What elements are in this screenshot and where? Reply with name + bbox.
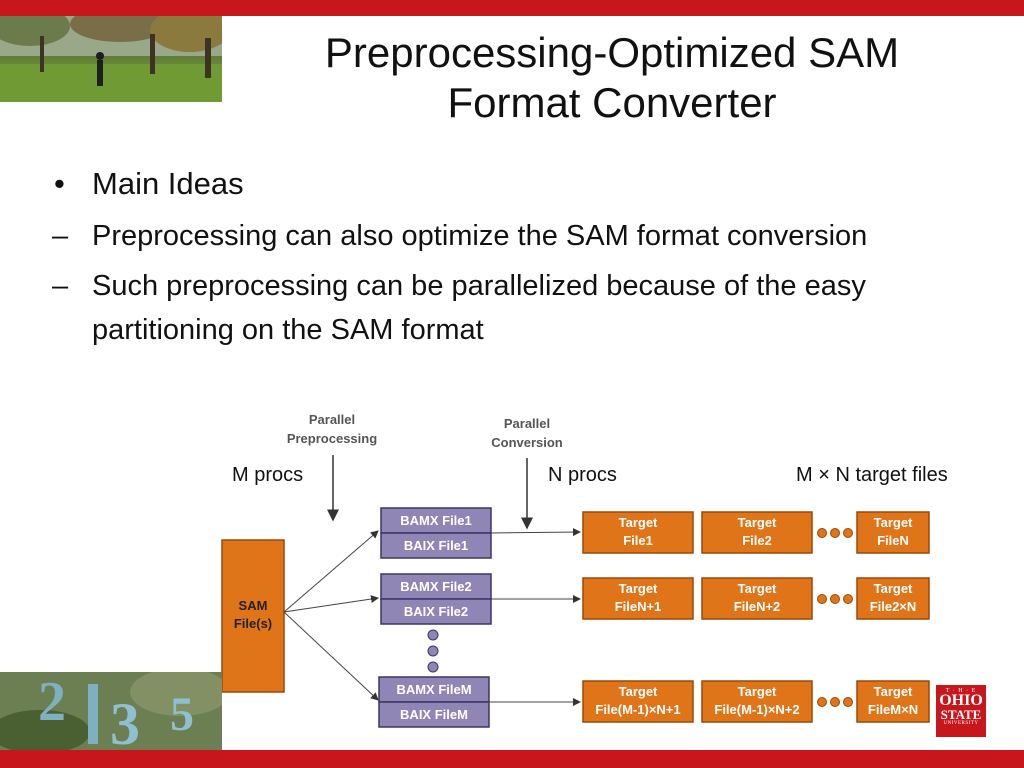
target-row-1: Target File1 Target File2 Target FileN [582,511,930,554]
ellipsis-dot [427,661,439,673]
title-line-1: Preprocessing-Optimized SAM [324,29,900,76]
bamx-group-m: BAMX FileM BAIX FileM [378,676,490,728]
bullet-list: • Main Ideas – Preprocessing can also op… [52,160,972,352]
target-row-3: Target File(M-1)×N+1 Target File(M-1)×N+… [582,680,930,723]
label-target-files: M × N target files [796,464,948,486]
bullet-optimize: – Preprocessing can also optimize the SA… [52,220,868,252]
arrow-sam-to-bamx2 [283,595,379,613]
svg-text:Target: Target [738,515,777,530]
label-parallel-preprocessing-1: Parallel [309,412,355,427]
target-file-2: File2 [742,533,772,548]
campus-photo [0,16,222,102]
baix-file-2: BAIX File2 [404,604,468,619]
target-file-mn: FileM×N [868,702,918,717]
campus-sculpture-photo: 2 3 5 [0,672,222,750]
bamx-group-1: BAMX File1 BAIX File1 [380,507,492,559]
svg-text:2: 2 [38,672,66,733]
svg-text:Target: Target [738,581,777,596]
target-row-2: Target FileN+1 Target FileN+2 Target Fil… [582,577,930,620]
target-file-n: FileN [877,533,909,548]
label-parallel-conversion-2: Conversion [491,435,563,450]
arrow-sam-to-bamx1 [283,530,379,613]
svg-text:5: 5 [170,688,194,741]
bamx-group-2: BAMX File2 BAIX File2 [380,573,492,625]
svg-text:Target: Target [738,684,777,699]
bottom-red-bar [0,750,1024,768]
title-line-2: Format Converter [447,79,777,126]
bamx-file-m: BAMX FileM [396,682,471,697]
label-parallel-preprocessing-2: Preprocessing [287,431,377,446]
arrow-sam-to-bamxm [283,611,379,701]
target-file-m1n-plus-1: File(M-1)×N+1 [595,702,680,717]
osu-logo: T · H · E OHIO STATE UNIVERSITY [936,685,986,737]
baix-file-m: BAIX FileM [400,707,468,722]
svg-text:Target: Target [874,684,913,699]
target-file-n-plus-1: FileN+1 [615,599,662,614]
svg-text:Target: Target [874,515,913,530]
target-file-n-plus-2: FileN+2 [734,599,781,614]
bamx-file-1: BAMX File1 [400,513,472,528]
sam-file-box: SAM File(s) [221,539,285,693]
svg-text:Target: Target [619,684,658,699]
sam-label-2: File(s) [234,616,272,631]
svg-text:Target: Target [619,515,658,530]
label-m-procs: M procs [232,464,303,486]
target-file-1: File1 [623,533,653,548]
arrow-row1 [490,528,581,537]
bamx-file-2: BAMX File2 [400,579,472,594]
ellipsis-dot [427,629,439,641]
baix-file-1: BAIX File1 [404,538,468,553]
bullet-parallelize: – Such preprocessing can be parallelized… [52,270,866,346]
bullet-main-ideas: • Main Ideas [54,166,244,201]
target-file-2n: File2×N [870,599,917,614]
target-file-m1n-plus-2: File(M-1)×N+2 [714,702,799,717]
ellipsis-dot [427,645,439,657]
svg-text:Target: Target [619,581,658,596]
top-red-bar [0,0,1024,16]
svg-text:3: 3 [110,691,140,750]
sam-label-1: SAM [239,598,268,613]
label-parallel-conversion-1: Parallel [504,416,550,431]
svg-text:Target: Target [874,581,913,596]
slide-title: Preprocessing-Optimized SAM Format Conve… [232,28,992,128]
label-n-procs: N procs [548,464,617,486]
